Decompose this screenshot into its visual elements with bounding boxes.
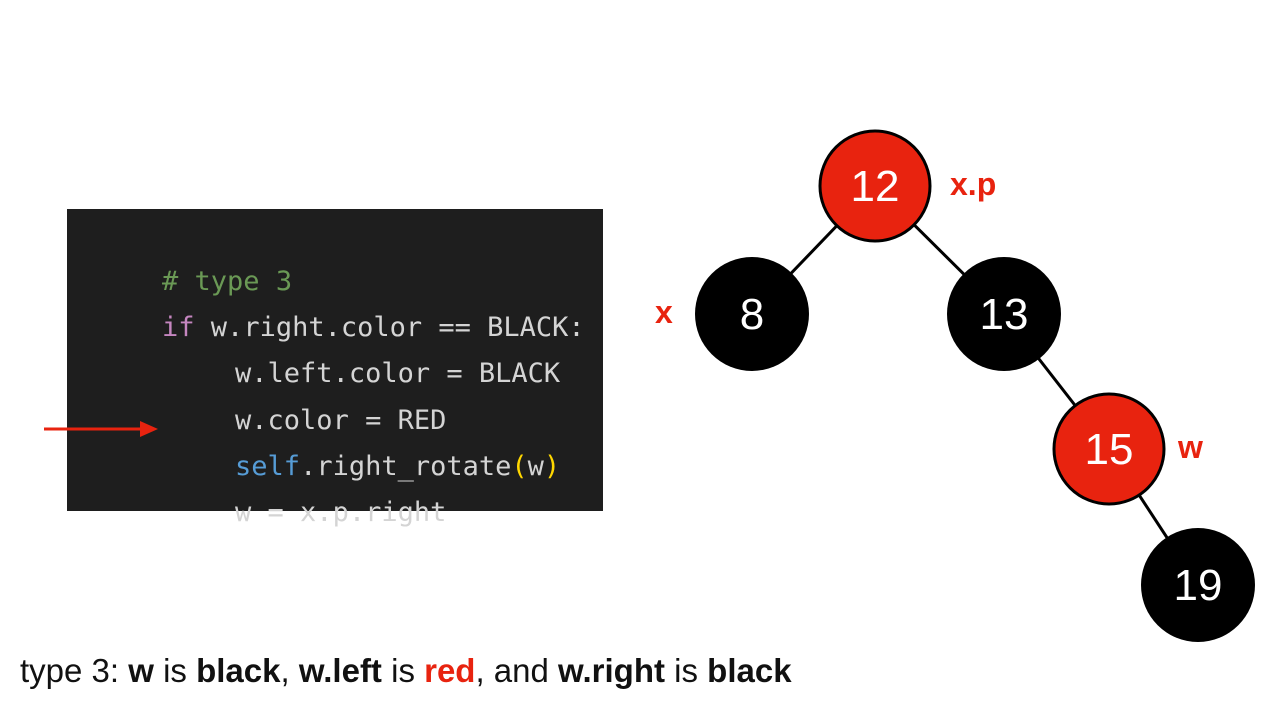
code-arg: w — [527, 451, 544, 482]
caption-is: is — [381, 652, 425, 689]
code-comment: # type 3 — [162, 266, 293, 297]
caption-black: black — [707, 652, 792, 689]
code-method: .right_rotate — [300, 451, 512, 482]
code-line-5: self.right_rotate(w) — [170, 407, 560, 482]
caption-black: black — [196, 652, 281, 689]
node-key: 15 — [1085, 425, 1134, 474]
code-statement: w = x.p.right — [235, 497, 447, 528]
caption-separator: , — [280, 652, 299, 689]
caption-is: is — [664, 652, 708, 689]
tree-node-15: 15 — [1052, 392, 1166, 506]
code-line-3: w.left.color = BLACK — [170, 314, 560, 389]
code-line-1: # type 3 — [97, 222, 292, 297]
label-w: w — [1178, 429, 1203, 465]
code-line-2: if w.right.color == BLACK: — [97, 268, 585, 343]
caption-separator: , and — [475, 652, 559, 689]
tree-node-12: 12 — [818, 129, 932, 243]
code-paren-close: ) — [543, 451, 561, 482]
caption: type 3: w is black, w.left is red, and w… — [20, 652, 792, 690]
current-line-arrow-icon — [44, 421, 158, 437]
caption-is: is — [153, 652, 197, 689]
code-line-6: w = x.p.right — [170, 453, 446, 528]
tree-node-13: 13 — [947, 257, 1061, 371]
node-key: 12 — [851, 162, 900, 211]
caption-wleft: w.left — [298, 652, 382, 689]
code-statement: w.left.color = BLACK — [235, 358, 561, 389]
code-panel: # type 3 if w.right.color == BLACK: w.le… — [67, 209, 603, 528]
code-line-4: w.color = RED — [170, 361, 446, 436]
code-self: self — [235, 451, 301, 482]
label-xp: x.p — [950, 166, 997, 202]
label-x: x — [655, 294, 673, 330]
node-key: 8 — [740, 290, 764, 339]
code-paren-open: ( — [511, 451, 528, 482]
code-statement: w.color = RED — [235, 405, 447, 436]
tree-edges — [750, 184, 1200, 586]
node-key: 13 — [980, 290, 1029, 339]
caption-w: w — [128, 652, 154, 689]
caption-wright: w.right — [558, 652, 665, 689]
node-key: 19 — [1174, 561, 1223, 610]
caption-prefix: type 3: — [20, 652, 129, 689]
caption-red: red — [424, 652, 476, 689]
code-condition: w.right.color == BLACK: — [194, 312, 585, 343]
tree-node-19: 19 — [1141, 528, 1255, 642]
code-keyword-if: if — [162, 312, 195, 343]
tree-node-8: 8 — [695, 257, 809, 371]
